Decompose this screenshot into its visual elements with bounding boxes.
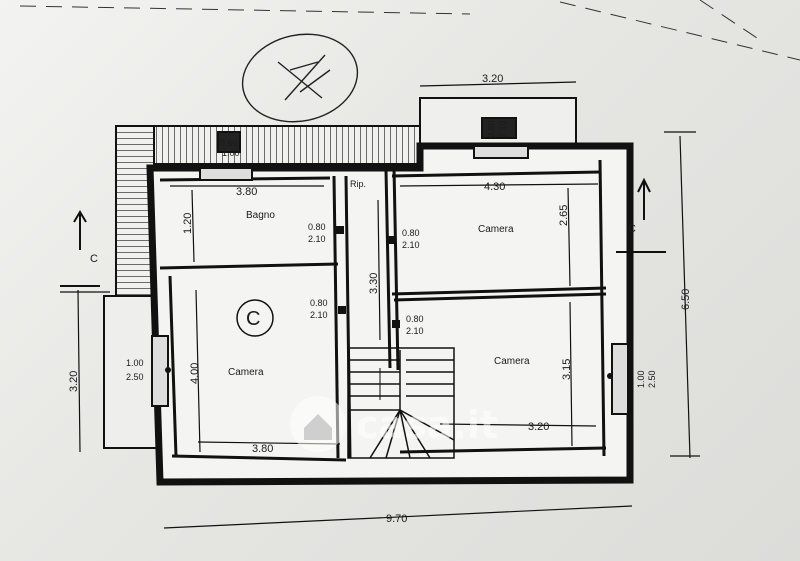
- circle-c-letter: C: [246, 308, 260, 330]
- dim-bagno-width: 3.80: [236, 186, 257, 198]
- opening-camera-se-door-b: 2.10: [406, 326, 424, 336]
- watermark-text: casa.it: [356, 403, 498, 447]
- dim-camera-sw-width: 3.80: [252, 443, 273, 455]
- dim-camera-se-width: 3.20: [528, 421, 549, 433]
- dim-camera-se-depth: 3.15: [561, 359, 573, 380]
- dim-camera-sw-depth: 4.00: [189, 363, 201, 384]
- sheet-border-lines: [19, 0, 800, 61]
- opening-left-window-b: 2.50: [126, 372, 144, 382]
- opening-right-window-b: 2.50: [647, 370, 657, 388]
- window-symbols: [151, 117, 629, 415]
- opening-bagno-door-a: 0.80: [308, 222, 326, 232]
- opening-top-left-b: 1.00: [222, 148, 240, 158]
- opening-camera-sw-door-b: 2.10: [310, 310, 328, 320]
- crossed-out-mark: [241, 33, 359, 123]
- dim-corridor: 3.30: [368, 273, 380, 294]
- room-label-rip: Rip.: [350, 179, 366, 189]
- section-letter-right: C: [628, 223, 636, 235]
- dim-left-side: 3.20: [68, 371, 80, 392]
- dim-top-terrace: 3.20: [482, 73, 503, 85]
- interior-walls: [159, 159, 607, 462]
- watermark-logo: [290, 396, 346, 452]
- dim-camera-ne-depth: 2.65: [558, 205, 570, 226]
- section-markers: [60, 177, 666, 287]
- room-label-camera-sw: Camera: [228, 367, 264, 378]
- opening-bagno-door-b: 2.10: [308, 234, 326, 244]
- opening-top-right-b: 2.10: [498, 120, 508, 138]
- opening-camera-sw-door-a: 0.80: [310, 298, 328, 308]
- top-terrace-hatch: [115, 125, 421, 165]
- dim-right-total: 6.50: [680, 289, 692, 310]
- opening-camera-ne-door-a: 0.80: [402, 228, 420, 238]
- opening-right-window-a: 1.00: [636, 370, 646, 388]
- circle-c-marker: [236, 299, 274, 337]
- opening-left-window-a: 1.00: [126, 358, 144, 368]
- opening-top-left-a: 0.60: [220, 138, 238, 148]
- dimension-lines: [60, 81, 700, 529]
- opening-camera-ne-door-b: 2.10: [402, 240, 420, 250]
- dim-bagno-depth: 1.20: [182, 213, 194, 234]
- left-terrace-hatch: [115, 125, 155, 297]
- dim-bottom-total: 9.70: [386, 513, 407, 525]
- stair: [347, 347, 455, 459]
- opening-top-right-a: 0.80: [486, 120, 496, 138]
- room-label-camera-se: Camera: [494, 356, 530, 367]
- room-label-camera-ne: Camera: [478, 224, 514, 235]
- dim-camera-ne-width: 4.30: [484, 181, 505, 193]
- room-label-bagno: Bagno: [246, 210, 275, 221]
- section-letter-left: C: [90, 253, 98, 265]
- opening-camera-se-door-a: 0.80: [406, 314, 424, 324]
- left-balcony: [103, 295, 159, 449]
- door-markers: [165, 226, 613, 379]
